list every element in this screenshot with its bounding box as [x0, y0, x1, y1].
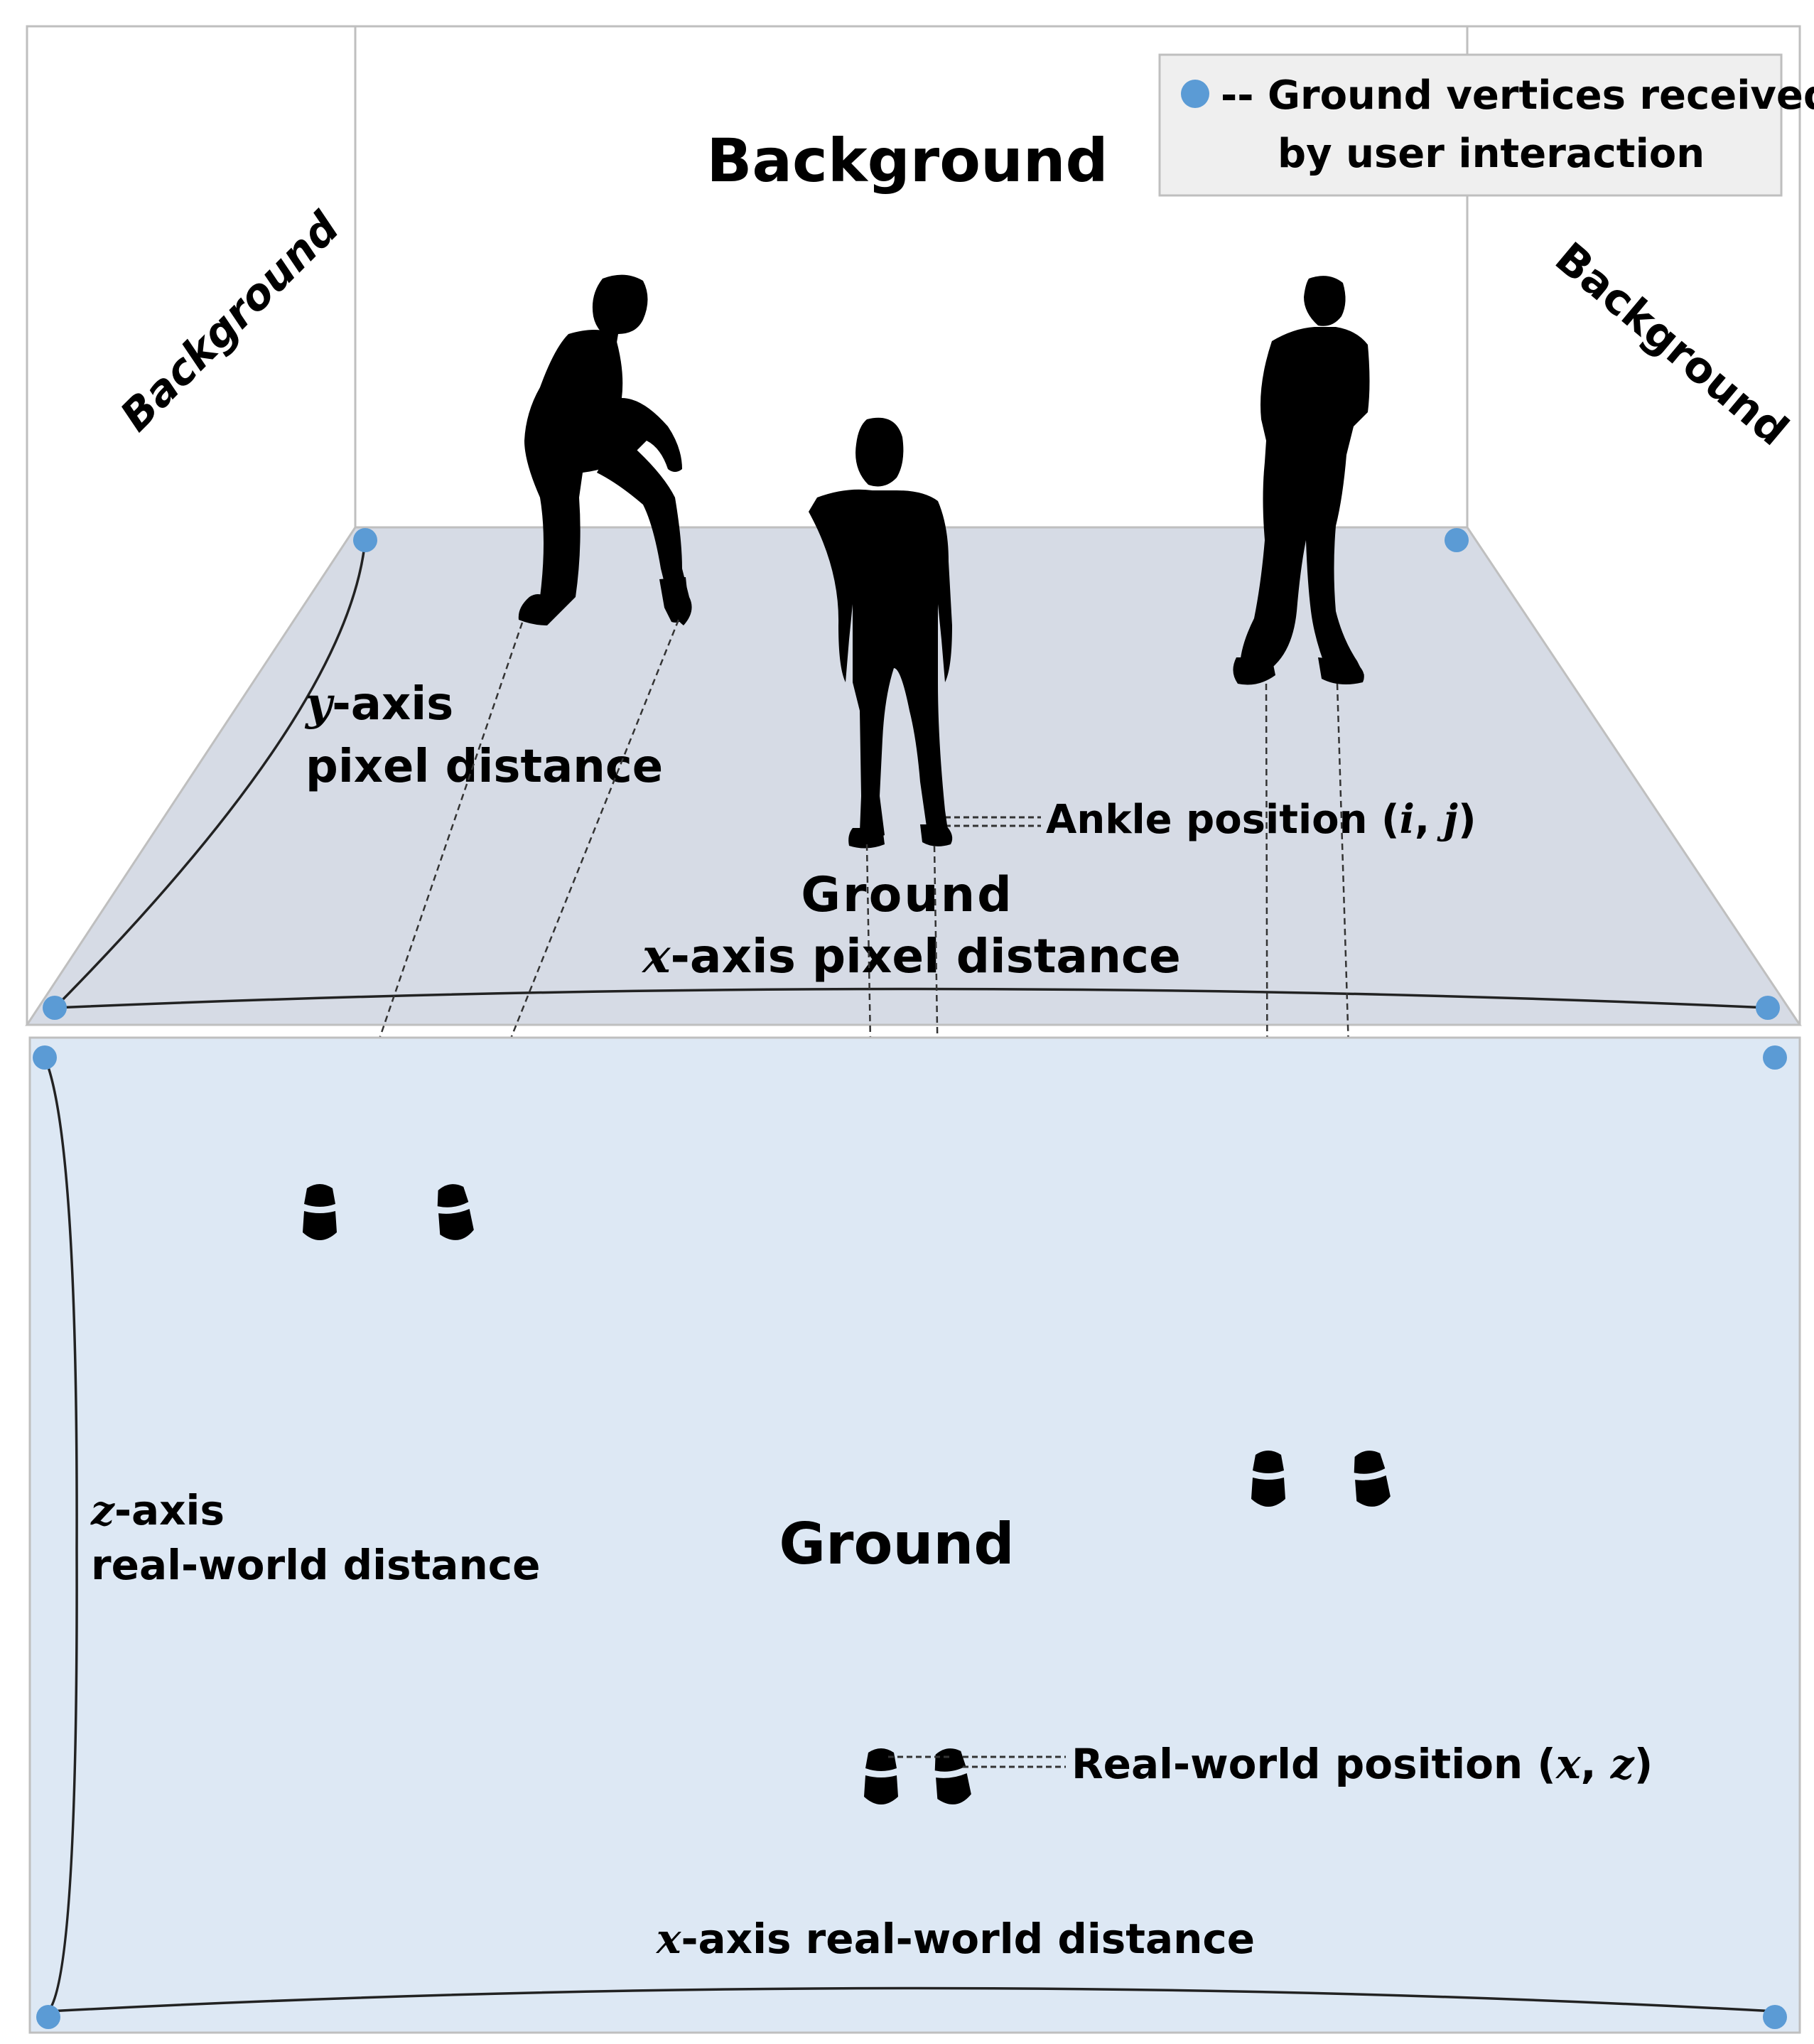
x-axis-suffix: -axis pixel distance — [671, 929, 1181, 984]
pos-sep: , — [1581, 1740, 1611, 1788]
legend-line1: -- Ground vertices received — [1221, 72, 1814, 119]
person-silhouette-crouching — [518, 274, 692, 625]
legend: -- Ground vertices received by user inte… — [1158, 53, 1814, 197]
legend-box — [1158, 53, 1783, 197]
y-axis-label: y-axis — [304, 677, 453, 731]
ground-vertex[interactable] — [1763, 2005, 1787, 2029]
z-axis-label: z-axis — [90, 1486, 225, 1534]
bottom-ground-label: Ground — [779, 1511, 1014, 1577]
top-ground-label: Ground — [801, 867, 1014, 923]
background-center-label: Background — [706, 126, 1108, 195]
z-axis-curve — [43, 1057, 78, 2013]
x-axis-pixel-label: x-axis pixel distance — [641, 928, 1181, 984]
ground-vertex[interactable] — [1763, 1045, 1787, 1070]
legend-line2: by user interaction — [1278, 131, 1705, 177]
ground-vertex[interactable] — [1445, 528, 1469, 552]
ankle-sep: , — [1415, 797, 1444, 843]
y-axis-variable: y — [304, 677, 335, 731]
camera-view-panel: Background Background Background y-axis … — [25, 25, 1814, 1755]
x-axis-real-curve — [48, 1986, 1776, 2013]
y-axis-suffix: -axis — [332, 678, 453, 731]
ground-vertex[interactable] — [36, 2005, 60, 2029]
blue-dot-icon — [1181, 80, 1209, 108]
z-axis-suffix: -axis — [114, 1486, 225, 1534]
ground-vertex[interactable] — [43, 996, 67, 1020]
pos-x: x — [1555, 1740, 1582, 1788]
ground-vertex[interactable] — [33, 1045, 57, 1070]
x-axis-real-suffix: -axis real-world distance — [681, 1915, 1255, 1963]
real-world-position-label: Real-world position (x, z) — [1071, 1740, 1653, 1788]
z-axis-label-line2: real-world distance — [91, 1541, 540, 1589]
x-axis-real-variable: x — [655, 1915, 682, 1963]
real-world-view-panel: Ground z-axis real-world distance x-axis… — [28, 1036, 1801, 2034]
x-axis-variable: x — [641, 928, 671, 984]
x-axis-real-label: x-axis real-world distance — [655, 1915, 1255, 1963]
pos-prefix: Real-world position ( — [1071, 1740, 1556, 1788]
ankle-i: i — [1400, 796, 1415, 843]
x-axis-pixel-curve — [54, 987, 1769, 1009]
perspective-ground-plane — [25, 526, 1802, 1026]
person-silhouette-right — [1233, 276, 1370, 685]
ground-vertex[interactable] — [1756, 996, 1780, 1020]
person-silhouette-center — [809, 417, 953, 849]
pos-suffix: ) — [1634, 1740, 1653, 1788]
ground-vertex[interactable] — [353, 528, 377, 552]
ankle-prefix: Ankle position ( — [1046, 797, 1400, 843]
y-axis-label-line2: pixel distance — [306, 741, 663, 793]
y-axis-pixel-curve — [53, 539, 367, 1009]
z-axis-variable: z — [90, 1486, 115, 1534]
pos-z: z — [1610, 1740, 1635, 1788]
ankle-suffix: ) — [1458, 797, 1476, 843]
ankle-position-label: Ankle position (i, j) — [1046, 796, 1476, 843]
